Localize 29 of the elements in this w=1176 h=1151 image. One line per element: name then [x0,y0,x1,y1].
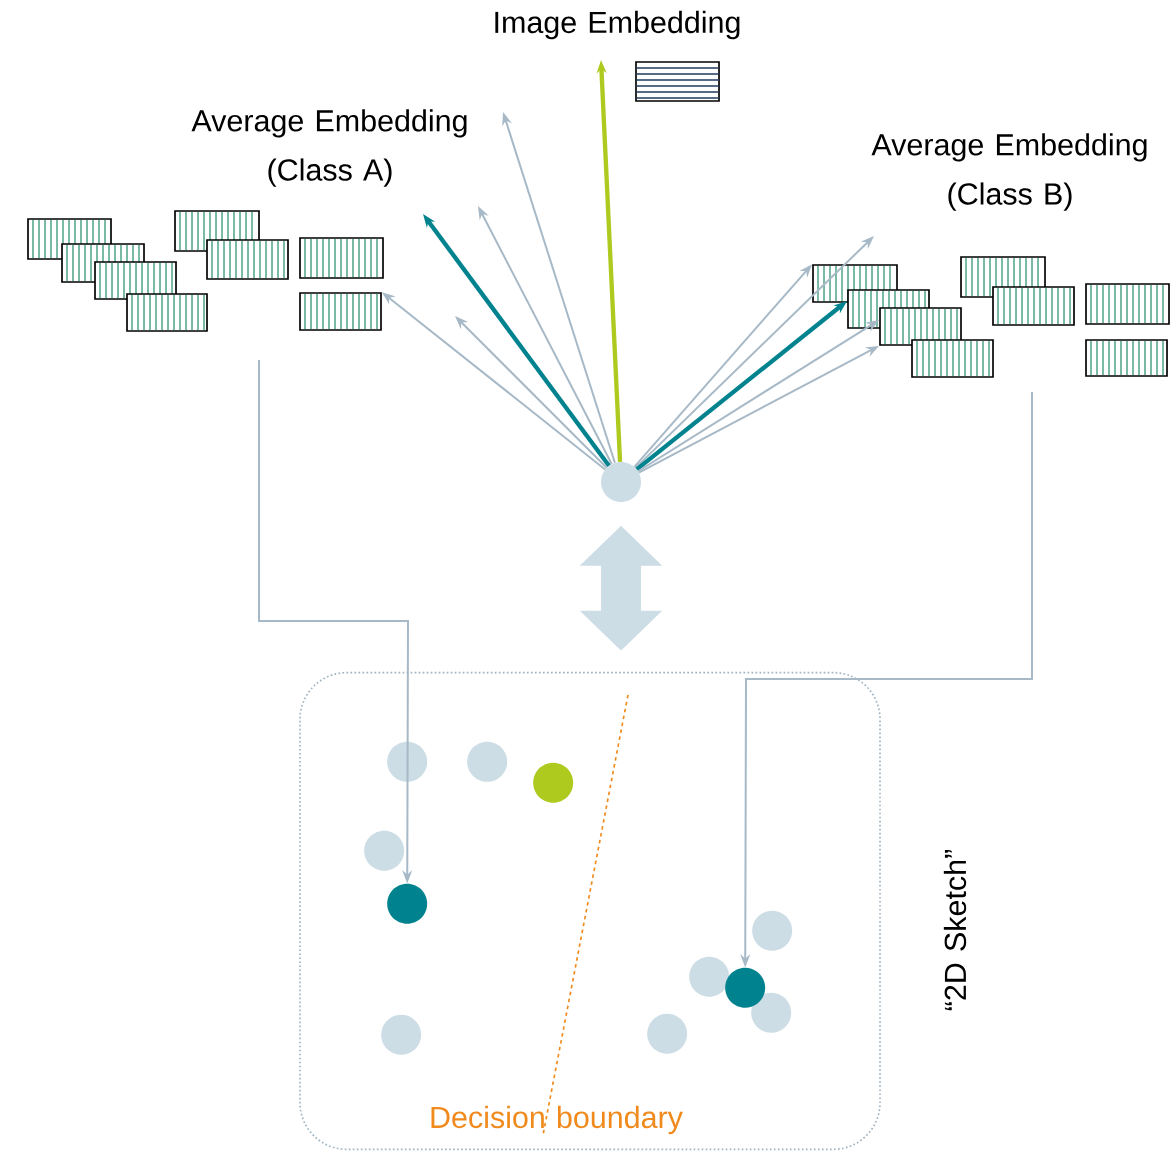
data-point [689,956,730,997]
boundary-label: Decision boundary [431,1105,683,1135]
origin-point [601,462,641,502]
caption-text: “2D Sketch” [943,849,967,1011]
sketch-frame [299,671,881,1151]
embedding-vector-icon [206,239,289,280]
average-point [725,967,766,1008]
data-point [467,741,508,782]
data-point [387,741,428,782]
embedding-vector-icon [911,339,994,378]
embedding-vector-icon [94,261,177,300]
image-point [533,762,574,803]
data-point [381,1014,422,1055]
embedding-vector-icon [992,286,1075,326]
caption-text: Image Embedding [495,10,740,40]
embedding-vector-icon [635,61,720,102]
average-point [387,883,428,924]
data-point [752,910,793,951]
caption-text: Average Embedding (Class B) [871,133,1147,211]
embedding-vector-icon [1085,339,1168,377]
data-point [647,1013,688,1054]
caption-text: Average Embedding (Class A) [191,109,467,187]
data-point [751,992,792,1033]
embedding-vector-icon [299,237,384,279]
embedding-vector-icon [879,307,962,346]
data-point [364,830,405,871]
embedding-vector-icon [1085,283,1170,325]
embedding-vector-icon [126,293,208,332]
embedding-vector-icon [299,292,382,331]
